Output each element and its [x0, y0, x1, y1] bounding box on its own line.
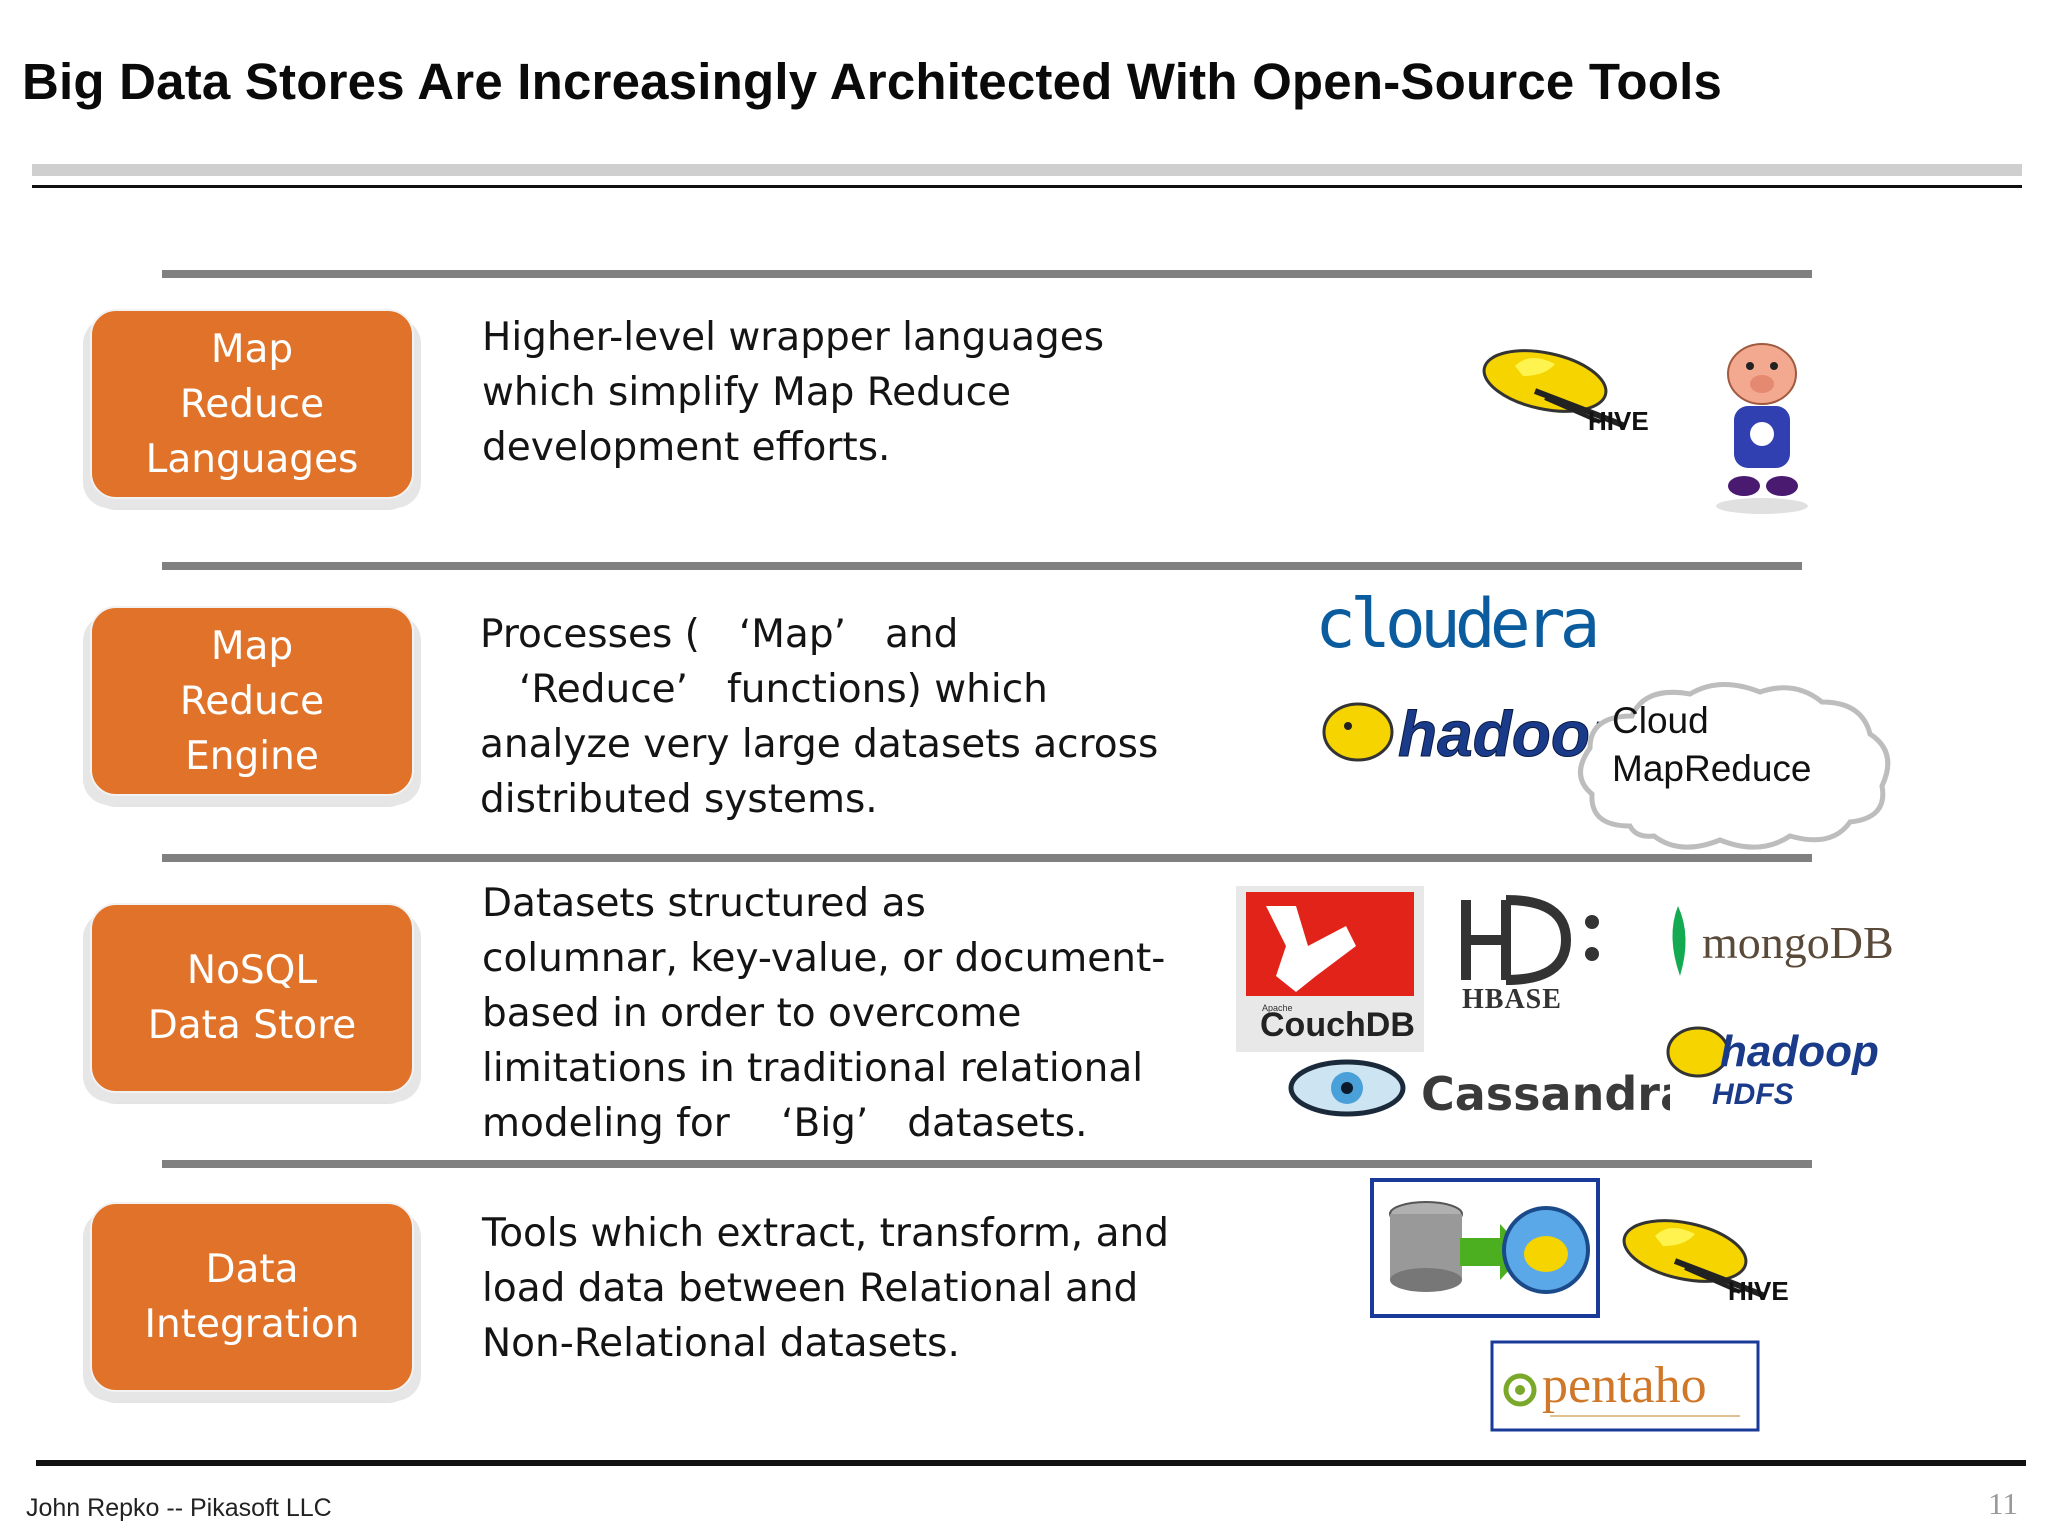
footer-rule — [36, 1460, 2026, 1466]
svg-text:pentaho: pentaho — [1542, 1357, 1707, 1414]
row-separator-2 — [162, 562, 1802, 570]
hadoop-logo-icon: hadoop — [1322, 698, 1630, 771]
svg-text:CouchDB: CouchDB — [1260, 1006, 1415, 1044]
pentaho-logo-icon: pentaho — [1490, 1340, 1760, 1432]
hive-logo-icon: HIVE — [1482, 349, 1649, 436]
pig-mascot-icon — [1716, 343, 1808, 514]
svg-text:HDFS: HDFS — [1712, 1078, 1794, 1111]
header-rule-gray — [32, 164, 2022, 176]
hadoop-hdfs-logo-icon: hadoop HDFS — [1666, 1026, 1879, 1111]
row-separator-4 — [162, 1160, 1812, 1168]
hive-logo-icon-2: HIVE — [1622, 1219, 1789, 1306]
hbase-logo-icon: HBASE — [1461, 895, 1599, 1015]
row-separator-1 — [162, 270, 1812, 278]
svg-text:mongoDB: mongoDB — [1702, 917, 1894, 968]
row-separator-3 — [162, 854, 1812, 862]
svg-text:hadoop: hadoop — [1720, 1027, 1879, 1076]
header-rule-dark — [32, 185, 2022, 188]
mongodb-logo-icon: mongoDB — [1672, 906, 1894, 976]
desc-map-reduce-engine: Processes ( ‘Map’ and ‘Reduce’ functions… — [480, 612, 1159, 822]
cloud-mapreduce-bubble: Cloud MapReduce — [1578, 681, 1891, 850]
couchdb-logo-icon: Apache CouchDB — [1236, 886, 1424, 1052]
svg-text:MapReduce: MapReduce — [1612, 748, 1812, 789]
footer-author: John Repko -- Pikasoft LLC — [26, 1494, 332, 1522]
cassandra-logo-icon: Cassandra — [1288, 1059, 1670, 1121]
svg-text:HIVE: HIVE — [1588, 406, 1649, 436]
page-number: 11 — [1988, 1486, 2018, 1521]
sqoop-logo-icon — [1370, 1178, 1600, 1318]
svg-text:HIVE: HIVE — [1728, 1276, 1789, 1306]
svg-text:HBASE: HBASE — [1462, 984, 1562, 1015]
page-title: Big Data Stores Are Increasingly Archite… — [22, 53, 1723, 110]
cloudera-logo-icon: cloudera — [1315, 585, 1601, 664]
svg-text:Cassandra: Cassandra — [1421, 1067, 1670, 1121]
svg-text:Cloud: Cloud — [1612, 700, 1709, 741]
svg-text:Apache: Apache — [1262, 1003, 1293, 1013]
